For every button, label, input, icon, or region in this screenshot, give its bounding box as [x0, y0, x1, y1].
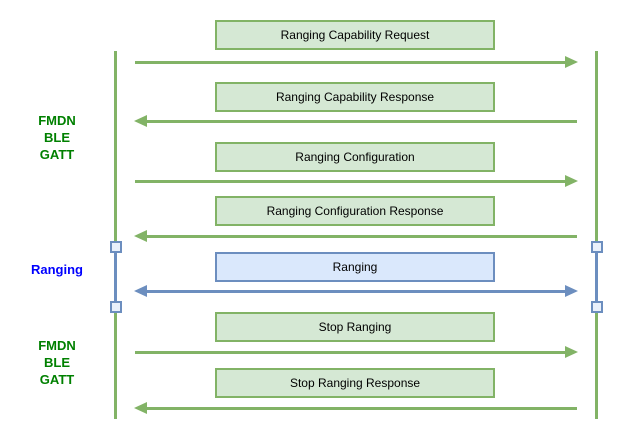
section-label-line: GATT — [39, 372, 75, 387]
section-label-line: FMDN — [38, 113, 76, 128]
message-label: Stop Ranging Response — [289, 376, 421, 390]
arrow-head-left-icon — [134, 229, 147, 242]
arrow-shaft — [145, 406, 577, 410]
arrow-shaft — [135, 350, 567, 354]
activation-marker — [590, 241, 603, 253]
section-label-line: BLE — [44, 130, 70, 145]
arrow-head-right-icon — [565, 284, 578, 297]
section-label-ranging: Ranging — [12, 261, 102, 278]
arrow-head-left-icon — [134, 284, 147, 297]
arrow-head-right-icon — [565, 345, 578, 358]
message-label: Ranging Configuration Response — [266, 204, 444, 218]
message-arrow-left — [134, 114, 578, 128]
message-arrow-right — [134, 345, 578, 359]
left-lifeline — [114, 51, 117, 419]
arrow-head-left-icon — [134, 401, 147, 414]
arrow-shaft — [145, 119, 577, 123]
arrow-shaft — [145, 234, 577, 238]
section-label-fmdn-ble-gatt-bottom: FMDN BLE GATT — [12, 337, 102, 388]
message-label: Ranging — [332, 260, 378, 274]
activation-marker — [109, 301, 122, 313]
message-label: Ranging Configuration — [295, 150, 415, 164]
message-box: Ranging Configuration Response — [215, 196, 495, 226]
section-label-line: GATT — [39, 147, 75, 162]
message-box: Stop Ranging Response — [215, 368, 495, 398]
message-box-ranging: Ranging — [215, 252, 495, 282]
message-box: Ranging Capability Request — [215, 20, 495, 50]
right-lifeline — [595, 51, 598, 419]
message-box: Ranging Configuration — [215, 142, 495, 172]
right-lifeline-ranging-segment — [595, 247, 598, 307]
arrow-head-right-icon — [565, 174, 578, 187]
arrow-shaft — [135, 60, 567, 64]
section-label-line: Ranging — [31, 262, 83, 277]
arrow-head-right-icon — [565, 55, 578, 68]
message-arrow-bidirectional — [134, 284, 578, 298]
section-label-line: BLE — [44, 355, 70, 370]
message-arrow-left — [134, 401, 578, 415]
message-arrow-left — [134, 229, 578, 243]
message-label: Ranging Capability Response — [275, 90, 435, 104]
message-label: Ranging Capability Request — [280, 28, 430, 42]
message-label: Stop Ranging — [318, 320, 392, 334]
section-label-fmdn-ble-gatt-top: FMDN BLE GATT — [12, 112, 102, 163]
activation-marker — [590, 301, 603, 313]
message-box: Stop Ranging — [215, 312, 495, 342]
activation-marker — [109, 241, 122, 253]
message-arrow-right — [134, 174, 578, 188]
arrow-head-left-icon — [134, 114, 147, 127]
left-lifeline-ranging-segment — [114, 247, 117, 307]
arrow-shaft — [145, 289, 567, 293]
message-box: Ranging Capability Response — [215, 82, 495, 112]
section-label-line: FMDN — [38, 338, 76, 353]
message-arrow-right — [134, 55, 578, 69]
arrow-shaft — [135, 179, 567, 183]
